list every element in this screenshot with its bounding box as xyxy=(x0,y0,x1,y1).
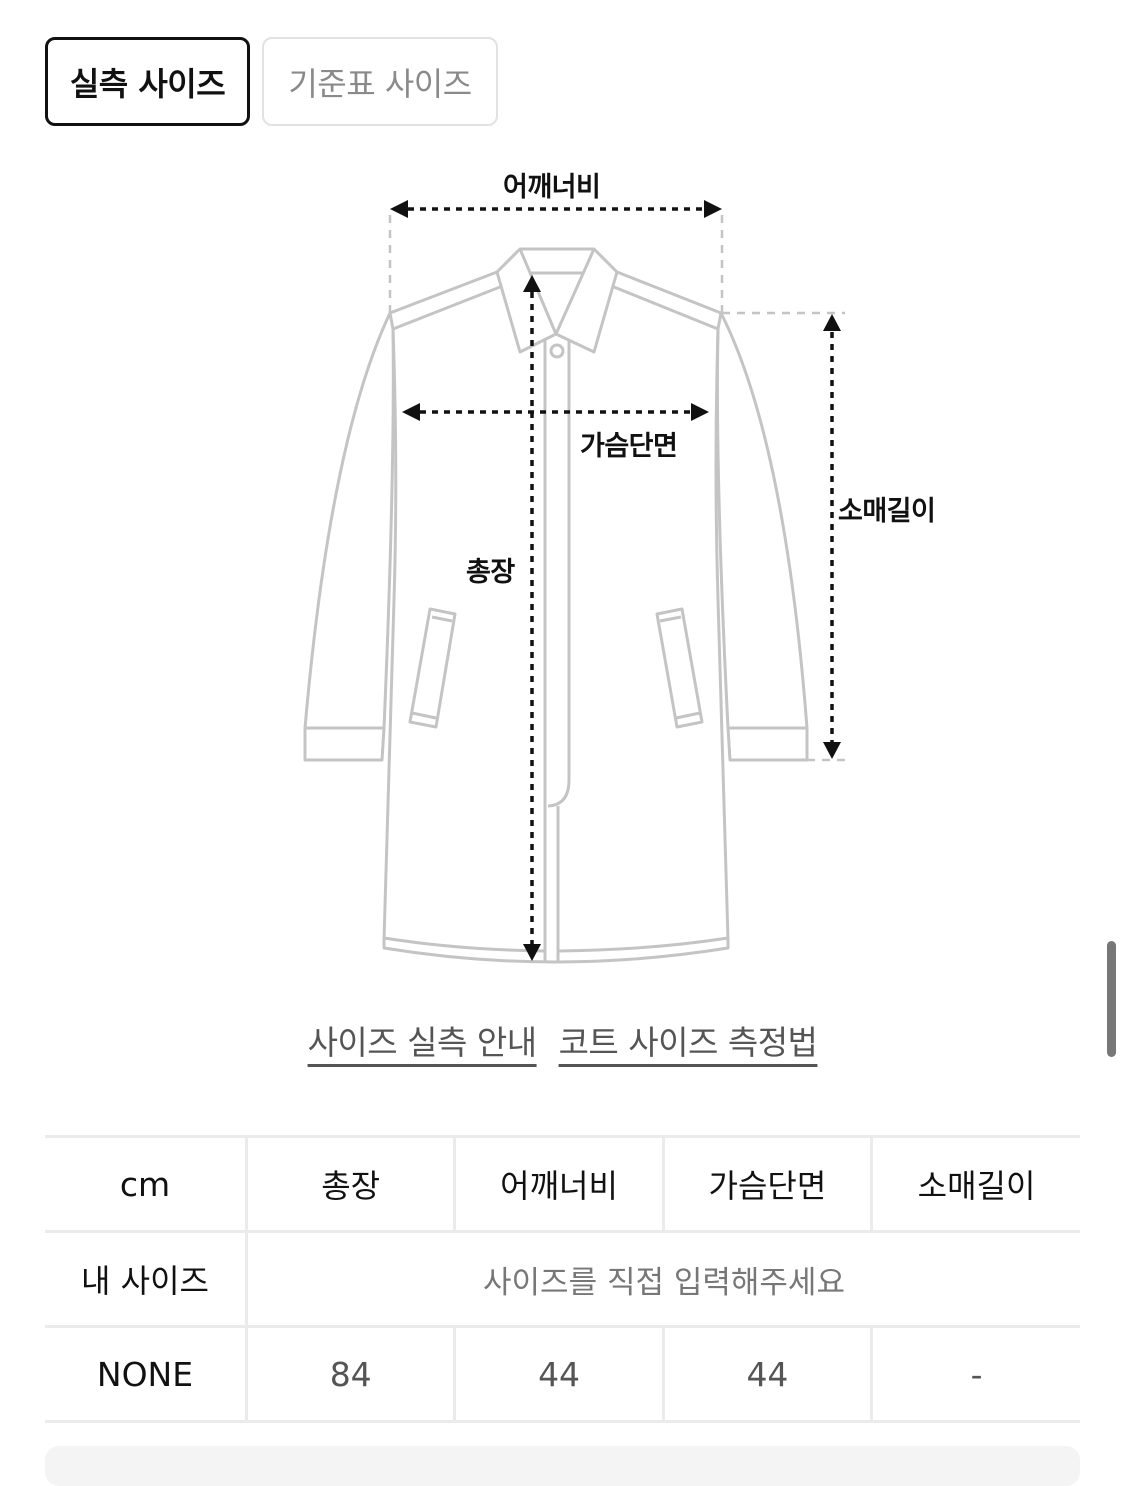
size-measurement-guide-link[interactable]: 사이즈 실측 안내 xyxy=(307,1023,538,1062)
measurement-arrowheads xyxy=(390,200,841,961)
right-pocket-welt-bottom xyxy=(675,711,701,720)
sleeve-label: 소매길이 xyxy=(838,496,936,527)
hem-left xyxy=(383,936,547,953)
left-shoulder xyxy=(388,270,501,331)
table-cell: - xyxy=(870,1325,1080,1423)
collar-back xyxy=(495,247,619,274)
left-pocket-welt xyxy=(431,615,453,623)
table-row: NONE 84 44 44 - xyxy=(45,1325,1080,1423)
table-header-row: cm 총장 어깨너비 가슴단면 소매길이 xyxy=(45,1135,1080,1233)
sleeve-arrow-up-icon xyxy=(823,314,841,331)
column-header: 가슴단면 xyxy=(661,1135,872,1233)
chest-arrow-left-icon xyxy=(402,403,420,421)
size-name-cell: NONE xyxy=(45,1325,247,1423)
right-sleeve xyxy=(715,312,809,762)
size-guide-links: 사이즈 실측 안내 코트 사이즈 측정법 xyxy=(0,1016,1125,1064)
shoulder-label: 어깨너비 xyxy=(503,172,601,203)
column-header: 총장 xyxy=(244,1135,455,1233)
size-tabs: 실측 사이즈 기준표 사이즈 xyxy=(45,37,498,126)
my-size-row: 내 사이즈 사이즈를 직접 입력해주세요 xyxy=(45,1230,1080,1328)
shoulder-arrow-right-icon xyxy=(704,200,722,218)
left-sleeve xyxy=(303,312,395,762)
right-shoulder xyxy=(613,270,723,331)
column-header: 어깨너비 xyxy=(453,1135,664,1233)
chest-label: 가슴단면 xyxy=(580,431,678,462)
left-pocket-welt-bottom xyxy=(411,711,437,720)
placket-right xyxy=(547,340,571,808)
left-pocket xyxy=(408,607,457,729)
shoulder-arrow-left-icon xyxy=(390,200,408,218)
table-cell: 44 xyxy=(661,1325,872,1423)
collar-front xyxy=(495,271,619,354)
size-table: cm 총장 어깨너비 가슴단면 소매길이 내 사이즈 사이즈를 직접 입력해주세… xyxy=(45,1135,1080,1423)
coat-illustration xyxy=(303,200,845,964)
length-arrow-down-icon xyxy=(523,944,541,961)
scrollbar[interactable] xyxy=(1107,941,1116,1057)
sleeve-arrow-down-icon xyxy=(823,742,841,759)
coat-measuring-method-link[interactable]: 코트 사이즈 측정법 xyxy=(558,1023,818,1062)
table-cell: 44 xyxy=(453,1325,664,1423)
length-label: 총장 xyxy=(466,557,515,588)
measurement-lines xyxy=(408,207,834,944)
my-size-label: 내 사이즈 xyxy=(45,1230,247,1328)
bottom-info-box xyxy=(45,1446,1080,1486)
collar-button xyxy=(549,343,565,359)
right-pocket xyxy=(655,607,704,729)
coat-measurement-diagram: 어깨너비 가슴단면 소매길이 총장 xyxy=(303,172,936,964)
coat-outline xyxy=(303,247,809,964)
chest-arrow-right-icon xyxy=(691,403,709,421)
guide-lines xyxy=(388,215,845,762)
coat-body xyxy=(382,328,730,964)
column-header: 소매길이 xyxy=(870,1135,1080,1233)
table-cell: 84 xyxy=(244,1325,455,1423)
tab-actual-size[interactable]: 실측 사이즈 xyxy=(45,37,250,126)
tab-standard-size[interactable]: 기준표 사이즈 xyxy=(262,37,498,126)
hem-right xyxy=(557,936,729,953)
unit-header: cm xyxy=(45,1135,247,1233)
my-size-input[interactable]: 사이즈를 직접 입력해주세요 xyxy=(245,1230,1080,1328)
length-arrow-up-icon xyxy=(523,275,541,292)
right-pocket-welt xyxy=(659,615,682,623)
